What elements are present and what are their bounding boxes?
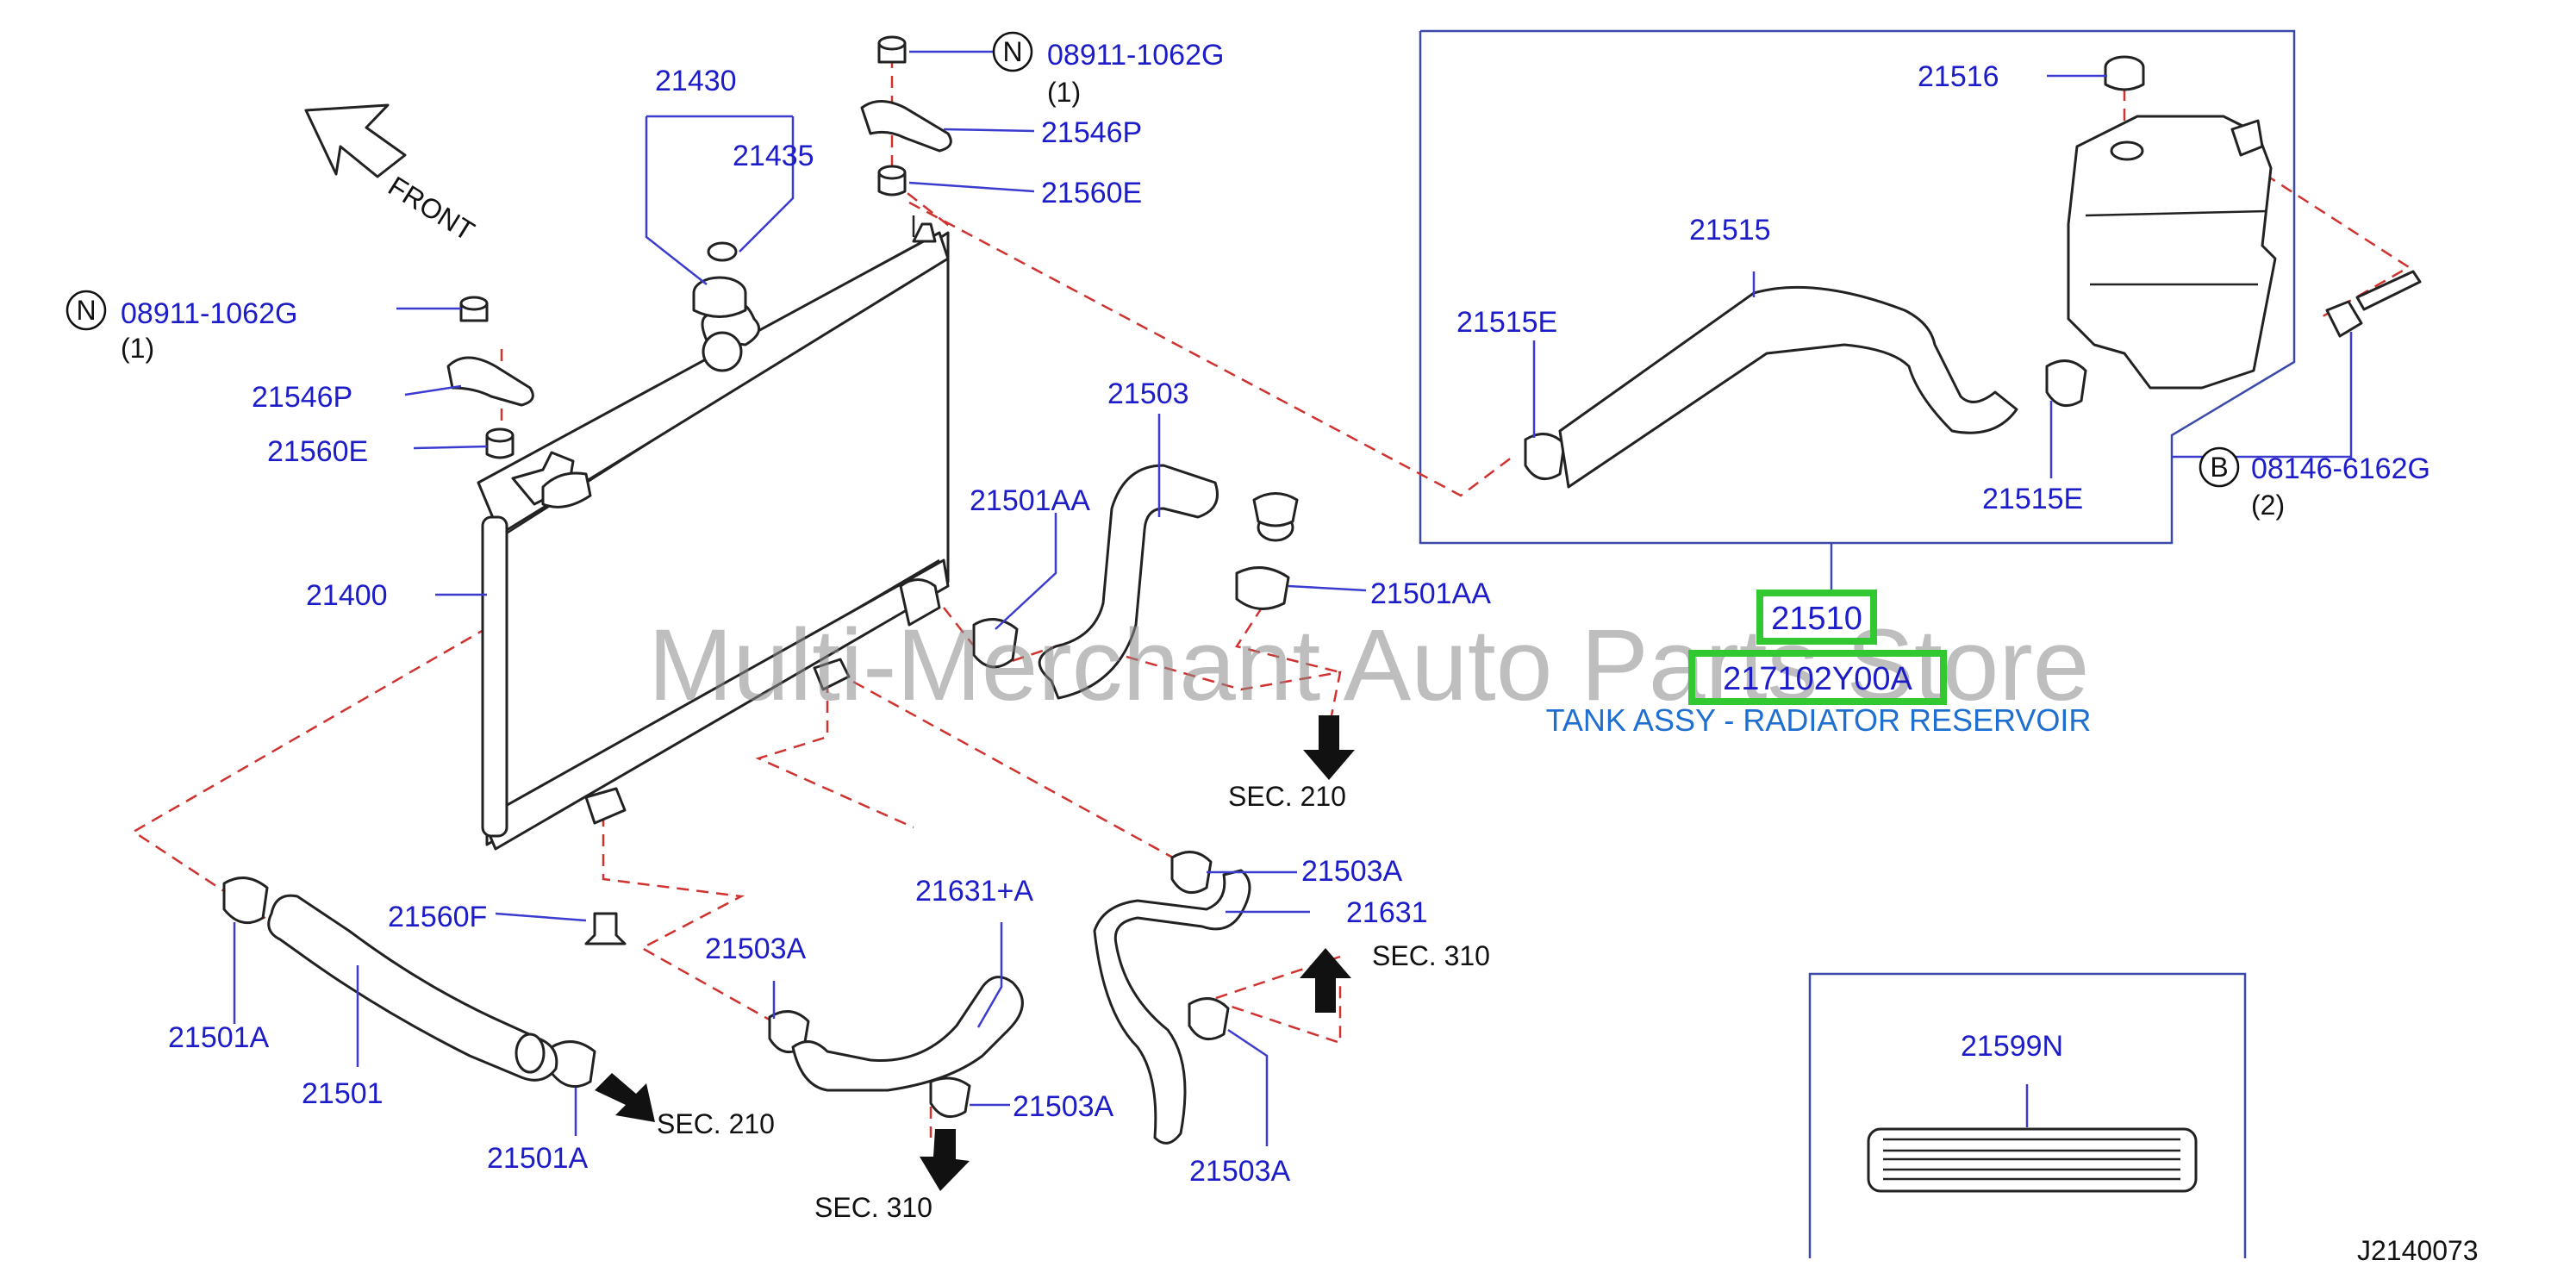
caution-label-plate — [1867, 1127, 2198, 1193]
lower-radiator-hose — [267, 894, 558, 1082]
upper-radiator-hose — [1038, 464, 1299, 700]
section-ref-210-lower: SEC. 210 — [657, 1108, 775, 1139]
callout-21560e-left: 21560E — [267, 435, 368, 468]
section-ref-310-right: SEC. 310 — [1372, 940, 1490, 971]
callout-21515e-right: 21515E — [1982, 483, 2083, 515]
callout-21546p-top: 21546P — [1041, 116, 1142, 149]
svg-text:N: N — [76, 295, 96, 326]
callout-21503a-right: 21503A — [1301, 855, 1403, 888]
badge-n-top: N — [992, 31, 1033, 72]
bottom-hose-21631A — [791, 976, 1024, 1092]
quantity-labels: (1) (1) (2) — [121, 77, 2285, 521]
quantity-top: (1) — [1047, 77, 1081, 108]
part-description: TANK ASSY - RADIATOR RESERVOIR — [1546, 702, 2092, 738]
callout-08911-left: 08911-1062G — [121, 297, 297, 330]
callout-21631: 21631 — [1346, 896, 1428, 929]
highlighted-part[interactable]: 21510 217102Y00A TANK ASSY - RADIATOR RE… — [1546, 590, 2092, 738]
callout-labels: 21430 21435 21546P 21560E 08911-1062G 08… — [121, 39, 2430, 1188]
callout-21430: 21430 — [655, 65, 737, 97]
callout-21631a: 21631+A — [915, 875, 1033, 908]
callout-21501a-left: 21501A — [168, 1021, 270, 1054]
callout-21400: 21400 — [306, 579, 388, 612]
hose-clamps — [222, 359, 2087, 1119]
quantity-left: (1) — [121, 333, 154, 364]
section-arrows — [595, 715, 1355, 1191]
radiator-core — [477, 215, 950, 851]
callout-21503a-lower: 21503A — [1189, 1155, 1291, 1188]
heater-hose-21631 — [1093, 869, 1251, 1145]
top-mount-stack-left — [446, 296, 534, 459]
callout-21503a-center: 21503A — [705, 933, 807, 965]
svg-text:B: B — [2210, 452, 2228, 483]
callout-08146: 08146-6162G — [2251, 452, 2430, 485]
callout-21546p-left: 21546P — [252, 381, 352, 414]
callout-21503a-bottom: 21503A — [1013, 1090, 1114, 1123]
section-ref-210-upper: SEC. 210 — [1228, 781, 1346, 812]
callout-21599n: 21599N — [1961, 1030, 2063, 1063]
badge-n-left: N — [65, 290, 107, 331]
quantity-bolt: (2) — [2251, 490, 2285, 521]
front-direction-arrow: FRONT — [304, 103, 480, 246]
reservoir-group-box — [1419, 29, 2296, 595]
label-group-box — [1808, 972, 2247, 1258]
callout-21501aa-right: 21501AA — [1370, 577, 1491, 610]
callout-21515: 21515 — [1689, 214, 1771, 246]
reservoir-bolt — [2325, 270, 2422, 338]
part-number-21510[interactable]: 21510 — [1771, 601, 1862, 637]
bottom-grommet — [584, 912, 627, 945]
reservoir-tank — [2067, 55, 2277, 390]
callout-21435: 21435 — [733, 140, 814, 172]
callout-21501aa-left: 21501AA — [970, 484, 1090, 517]
part-number-217102y00a[interactable]: 217102Y00A — [1723, 661, 1912, 697]
callout-21501a-bottom: 21501A — [487, 1142, 589, 1175]
callout-21560e-top: 21560E — [1041, 177, 1142, 209]
top-mount-stack-center — [860, 35, 952, 197]
reservoir-overflow-hose — [1558, 285, 2018, 489]
callout-21515e-left: 21515E — [1456, 306, 1557, 339]
svg-text:N: N — [1002, 36, 1022, 67]
section-ref-310-bottom: SEC. 310 — [814, 1192, 932, 1223]
callout-21501: 21501 — [302, 1077, 384, 1110]
badge-b: B — [2199, 446, 2240, 488]
section-references: SEC. 210 SEC. 310 SEC. 210 SEC. 310 — [657, 781, 1490, 1223]
diagram-code: J2140073 — [2357, 1235, 2479, 1266]
leader-lines — [233, 50, 2353, 1146]
callout-08911-top: 08911-1062G — [1047, 39, 1224, 72]
radiator-cap — [692, 241, 747, 318]
front-label: FRONT — [383, 170, 480, 246]
callout-21516: 21516 — [1918, 60, 1999, 93]
callout-21560f: 21560F — [388, 901, 487, 933]
callout-21503: 21503 — [1107, 377, 1189, 410]
